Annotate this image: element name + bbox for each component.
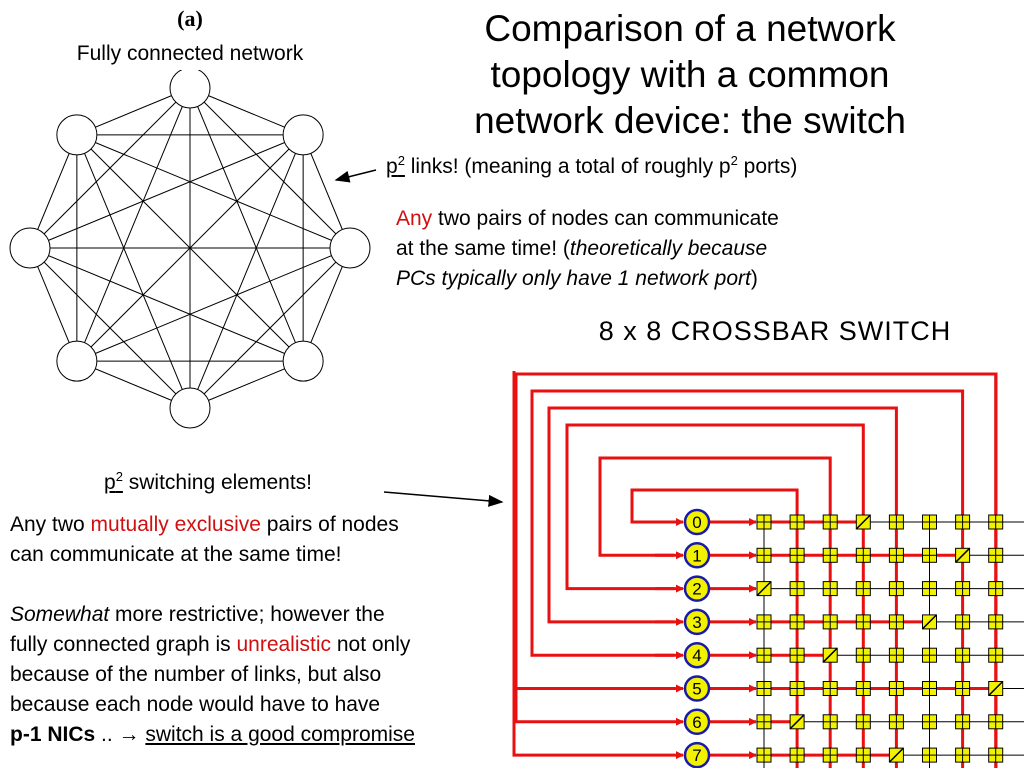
crossbar-title: 8 x 8 CROSSBAR SWITCH [598,316,952,346]
graph-edge [29,247,191,409]
loop-wire [630,488,799,768]
switch-diagonal [988,680,1004,697]
crossbar-node-label: 6 [692,713,701,732]
crossbar-node-label: 3 [692,613,701,632]
graph-node [329,227,371,269]
graph-edge [76,134,351,249]
graph-edge [189,134,304,409]
crossbar-node [683,708,711,736]
crossbar-node-label: 7 [692,746,701,765]
switch-diagonal [955,547,971,563]
graph-node [56,114,98,156]
crossbar-node-label: 5 [692,680,701,699]
crossbar-node [683,608,711,636]
graph-edge [76,87,191,362]
graph-edge [29,247,304,362]
crossbar-wires [512,371,998,768]
crossbar-node-label: 4 [692,646,701,665]
crossbar-node-label: 2 [692,580,701,599]
switching-p: p2 [104,469,123,494]
switch-diagonal [789,714,805,730]
switch-diagonal [822,647,838,663]
any-word: Any [396,207,433,230]
crossbar-node [683,542,711,569]
graph-edge [76,134,304,362]
switch-diagonal [756,581,772,597]
crossbar-node [683,641,711,669]
fully-connected-graph [9,70,371,429]
title-line-3: network device: the switch [474,100,906,141]
switch-diagonal [855,514,871,530]
graph-node [169,70,211,109]
switch-arrow [383,491,504,507]
switch-diagonal [888,747,904,763]
loop-wire [514,372,998,768]
loop-wire [512,371,655,757]
graph-node [9,227,51,269]
title-line-2: topology with a common [490,54,890,95]
links-arrow [334,169,377,183]
graph-edge [189,87,304,362]
communication-note: Any two pairs of nodes can communicate a… [396,207,779,290]
slide-title: Comparison of a network topology with a … [430,6,950,144]
crossbar-node [683,575,711,602]
links-note: p2 links! (meaning a total of roughly p2… [386,153,798,178]
loop-wire [530,389,965,768]
graph-node [282,340,324,382]
figure-a-caption: Fully connected network [76,42,304,65]
crossbar-node-label: 1 [692,546,701,565]
graph-node [282,114,324,156]
figure-a-label: (a) [177,6,203,31]
graph-node [169,387,211,429]
crossbar-node [683,675,711,702]
switch-diagonal [921,614,938,630]
links-p: p2 [386,153,405,178]
crossbar-nodes: 0 1 2 3 4 5 6 7 [683,508,711,768]
title-line-1: Comparison of a network [484,8,896,49]
crossbar-switch-diagram: 0 1 2 3 4 5 6 7 [512,371,1024,768]
switching-note: p2 switching elements! [104,469,313,494]
graph-edge [76,134,191,409]
crossbar-node [683,508,711,536]
loop-wire [514,372,998,768]
graph-edge [76,247,351,362]
crossbar-explanation: Any two mutually exclusive pairs of node… [10,513,415,746]
arrow-glyph: → [118,723,140,746]
crossbar-node [683,741,711,768]
loop-wire [565,423,865,768]
graph-edge [29,134,304,249]
switching-elements [756,514,1004,763]
crossbar-node-label: 0 [692,513,701,532]
graph-node [56,340,98,382]
